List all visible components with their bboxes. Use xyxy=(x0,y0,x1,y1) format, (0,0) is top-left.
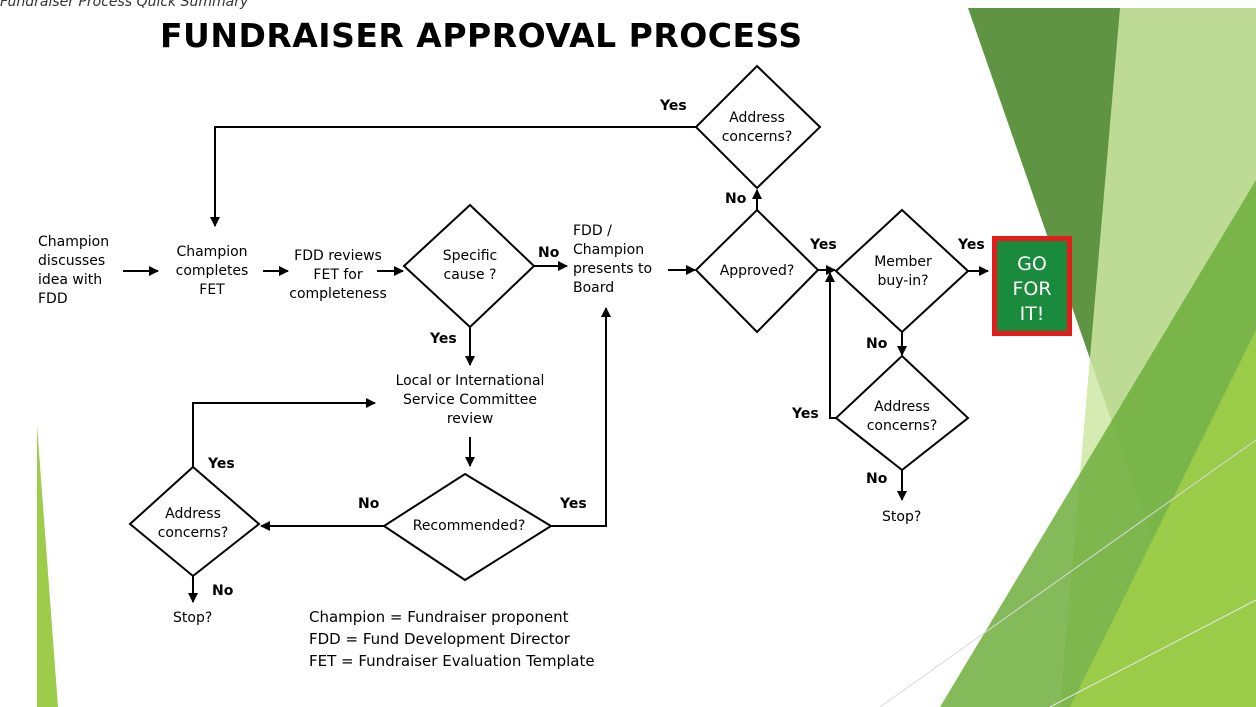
label-right-loop-yes: Yes xyxy=(792,406,819,422)
diamond-approved xyxy=(694,208,820,334)
label-recommended-no: No xyxy=(358,496,380,512)
legend: Champion = Fundraiser proponent FDD = Fu… xyxy=(309,606,595,672)
label-left-address-no: No xyxy=(212,583,234,599)
left-green-sliver xyxy=(37,425,58,707)
decision-recommended-text: Recommended? xyxy=(412,518,526,534)
page-title: FUNDRAISER APPROVAL PROCESS xyxy=(160,16,803,55)
label-right-address-no: No xyxy=(866,471,888,487)
diamond-address-top xyxy=(694,64,822,190)
label-cause-no: No xyxy=(538,245,560,261)
arrow-recommended-yes-to-presents xyxy=(551,307,611,527)
thin-diagonal-line xyxy=(879,439,1256,707)
label-cause-yes: Yes xyxy=(430,331,457,347)
legend-item: Champion = Fundraiser proponent xyxy=(309,608,569,626)
green-shape-light xyxy=(1070,330,1256,707)
stop-right: Stop? xyxy=(882,509,922,525)
arrow-address-top-yes-loop xyxy=(210,126,696,227)
diamond-recommended xyxy=(382,472,553,582)
label-recommended-yes: Yes xyxy=(560,496,587,512)
legend-item: FDD = Fund Development Director xyxy=(309,630,570,648)
arrow-address-right-yes-loop xyxy=(825,272,836,419)
label-buyin-no: No xyxy=(866,336,888,352)
label-top-yes: Yes xyxy=(660,98,687,114)
label-approved-yes: Yes xyxy=(810,237,837,253)
decision-approved-text: Approved? xyxy=(719,263,795,279)
cut-off-header-text: Fundraiser Process Quick Summary xyxy=(0,0,249,10)
legend-item: FET = Fundraiser Evaluation Template xyxy=(309,652,595,670)
label-buyin-yes: Yes xyxy=(958,237,985,253)
label-left-loop-yes: Yes xyxy=(208,456,235,472)
stop-left: Stop? xyxy=(173,610,213,626)
label-approved-no: No xyxy=(725,191,747,207)
thin-diagonal-line xyxy=(1049,599,1256,707)
arrow-address-left-yes-loop xyxy=(192,398,376,467)
